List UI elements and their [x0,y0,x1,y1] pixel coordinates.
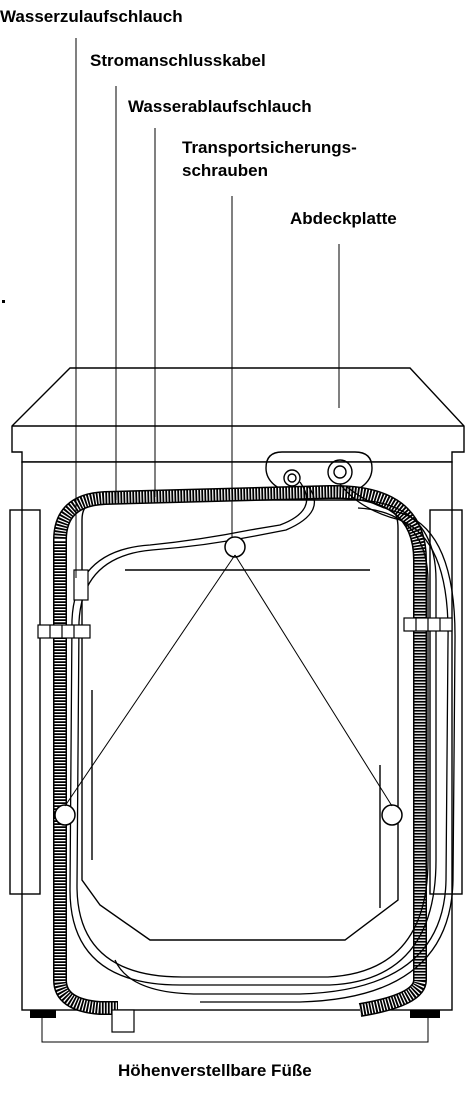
left-side-panel [9,509,41,895]
cable-end-box [111,1009,135,1033]
label-cover-plate: Abdeckplatte [290,209,397,228]
leader-lines [41,38,429,1043]
right-foot [410,1010,440,1018]
transport-bolt-right [381,804,403,826]
inlet-connector [283,469,301,487]
label-transport-bolts-line2: schrauben [182,161,268,180]
label-adjustable-feet: Höhenverstellbare Füße [118,1061,312,1080]
label-power-cable: Stromanschlusskabel [90,51,266,70]
power-cable-plug [73,569,89,601]
transport-bolt-top [224,536,246,558]
cover-plate [11,367,465,463]
left-hose-clamp [37,624,91,639]
transport-bolt-left [54,804,76,826]
right-side-panel [429,509,463,895]
label-water-inlet-hose: Wasserzulaufschlauch [0,7,183,26]
label-drain-hose: Wasserablaufschlauch [128,97,312,116]
label-transport-bolts-line1: Transportsicherungs- [182,138,357,157]
left-foot [30,1010,56,1018]
